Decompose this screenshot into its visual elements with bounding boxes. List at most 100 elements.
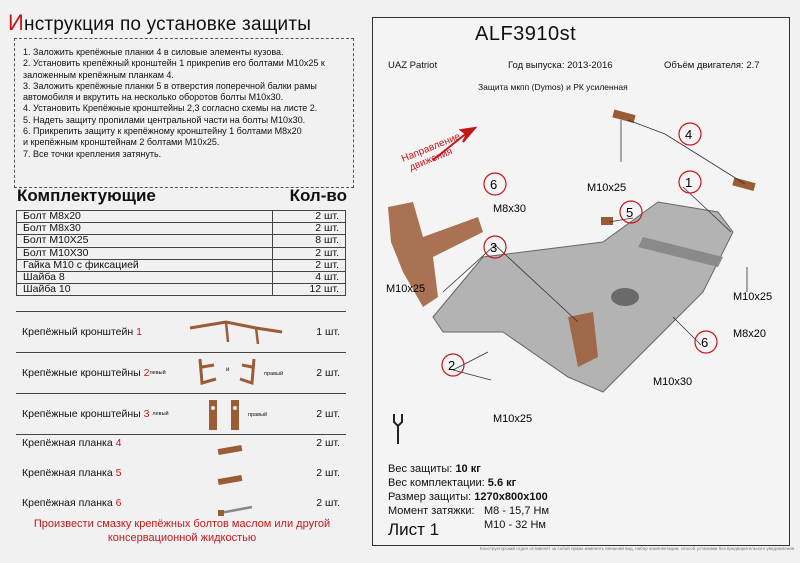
page-title: Инструкция по установке защиты (8, 10, 312, 35)
torque-m8: М8 - 15,7 Нм (484, 505, 550, 517)
bolt-label: M10x25 (493, 413, 532, 425)
bracket-side: правый (264, 371, 284, 377)
part-name: Болт М8х30 (16, 222, 273, 236)
bracket-qty: 2 шт. (316, 467, 340, 479)
bracket-label: Крепёжная планка 6 (22, 497, 122, 509)
part-name: Болт М10Х30 (16, 246, 273, 260)
torque-m10: М10 - 32 Нм (484, 519, 546, 531)
torque-label: Момент затяжки: (388, 505, 475, 517)
part-qty: 2 шт. (272, 258, 346, 273)
plate-5-icon (217, 474, 243, 486)
bolt-label: M10x25 (733, 291, 772, 303)
product-subtitle: Защита мкпп (Dymos) и РК усиленная (478, 82, 628, 92)
list-item: Крепёжная планка 4 2 шт. (16, 434, 346, 465)
bracket-3-shape (388, 202, 483, 307)
list-item: Крепёжная планка 5 2 шт. (16, 465, 346, 495)
bracket-2-left-icon (198, 358, 217, 385)
instruction-line: автомобиля и вкрутить на несколько оборо… (23, 92, 284, 103)
instruction-line: и крепёжным кронштейнам 2 болтами М10х25… (23, 137, 220, 148)
wrench-icon (393, 414, 403, 444)
lubrication-warning: Произвести смазку крепёжных болтов масло… (22, 517, 342, 545)
bracket-label: Крепёжные кронштейны 3 левый (22, 408, 169, 420)
instruction-line: заложенным крепёжным планкам 4. (23, 69, 174, 80)
bolt-label: M8x30 (493, 203, 526, 215)
part-name: Болт М8х20 (16, 209, 273, 224)
callout-3: 3 (490, 240, 497, 255)
part-qty: 8 шт. (272, 234, 346, 248)
parts-header: Комплектующие Кол-во (17, 186, 347, 206)
callout-5: 5 (626, 205, 633, 220)
list-item: Крепёжный кронштейн 1 1 шт. (16, 311, 346, 352)
list-item: Крепёжная планка 6 2 шт. (16, 495, 346, 525)
bracket-qty: 2 шт. (316, 437, 340, 449)
part-qty: 4 шт. (272, 271, 346, 285)
leader-lines (442, 119, 748, 381)
callout-4: 4 (685, 127, 692, 142)
spec-size: Размер защиты: 1270x800x100 (388, 491, 548, 503)
part-name: Болт М10Х25 (16, 234, 273, 248)
instruction-line: 2. Установить крепёжный кронштейн 1 прик… (23, 58, 325, 69)
instruction-line: 4. Установить Крепёжные кронштейны 2,3 с… (23, 103, 318, 114)
plate-6-icon (218, 505, 253, 516)
assembly-diagram: Направление движения 4 1 5 6 3 2 6 M10x2… (386, 109, 772, 425)
bracket-label: Крепёжный кронштейн 1 (22, 326, 142, 338)
plate-5-shape (601, 217, 613, 225)
instruction-line: 7. Все точки крепления затянуть. (23, 148, 162, 159)
plate-4-shape (612, 109, 636, 123)
product-code: ALF3910st (475, 23, 577, 45)
warning-line: консервационной жидкостью (107, 532, 257, 544)
sheet-number: Лист 1 (388, 520, 440, 539)
part-qty: 2 шт. (272, 246, 346, 260)
callout-2: 2 (448, 358, 455, 373)
footer-note: Конструкторский отдел оставляет за собой… (480, 546, 795, 551)
bolt-label: M10x30 (653, 376, 692, 388)
bracket-3-left-icon (209, 400, 217, 430)
bracket-qty: 2 шт. (316, 367, 340, 379)
instruction-line: 6. Прикрепить защиту к крепёжному кроншт… (23, 126, 302, 137)
bracket-1-shape (638, 237, 723, 267)
spec-kit-weight: Вес комплектации: 5.6 кг (388, 477, 517, 489)
bracket-and: и (226, 367, 230, 373)
bracket-side: правый (248, 412, 268, 418)
callout-1: 1 (685, 175, 692, 190)
list-item: Крепёжные кронштейны 3 левый правый 2 шт… (16, 393, 346, 434)
list-item: Крепёжные кронштейны 2левый и правый 2 ш… (16, 352, 346, 393)
callout-circles (441, 122, 718, 377)
instruction-line: 3. Заложить крепёжные планки 5 в отверст… (23, 80, 317, 91)
direction-label: Направление движения (400, 131, 462, 173)
bolt-label: M10x25 (386, 283, 425, 295)
bracket-label: Крепёжные кронштейны 2левый (22, 367, 166, 379)
bolt-label: M8x20 (733, 328, 766, 340)
production-years: Год выпуска: 2013-2016 (508, 60, 613, 71)
plate-4b-shape (732, 177, 756, 191)
warning-line: Произвести смазку крепёжных болтов масло… (33, 518, 331, 530)
part-name: Гайка М10 с фиксацией (16, 258, 273, 273)
part-qty: 2 шт. (272, 209, 346, 224)
part-name: Шайба 8 (16, 271, 273, 285)
part-qty: 2 шт. (272, 222, 346, 236)
plate-hole-shape (611, 288, 639, 306)
bracket-qty: 1 шт. (316, 326, 340, 338)
callout-6: 6 (490, 177, 497, 192)
bracket-2-right-icon (239, 358, 256, 386)
instruction-line: 5. Надеть защиту пропилами центральной ч… (23, 114, 306, 125)
bracket-1-icon (189, 320, 283, 345)
bracket-list: Крепёжный кронштейн 1 1 шт. Крепёжные кр… (16, 311, 346, 525)
part-name: Шайба 10 (16, 283, 273, 297)
spec-weight: Вес защиты: 10 кг (388, 463, 481, 475)
engine-volume: Объём двигателя: 2.7 (664, 60, 760, 71)
bracket-label: Крепёжная планка 5 (22, 467, 122, 479)
plate-4-icon (217, 444, 243, 456)
instruction-line: 1. Заложить крепёжные планки 4 в силовые… (23, 47, 284, 57)
bracket-2-shape (568, 312, 598, 367)
car-model: UAZ Patriot (388, 60, 438, 71)
bracket-3-right-icon (231, 400, 239, 430)
callout-6-b: 6 (701, 335, 708, 350)
